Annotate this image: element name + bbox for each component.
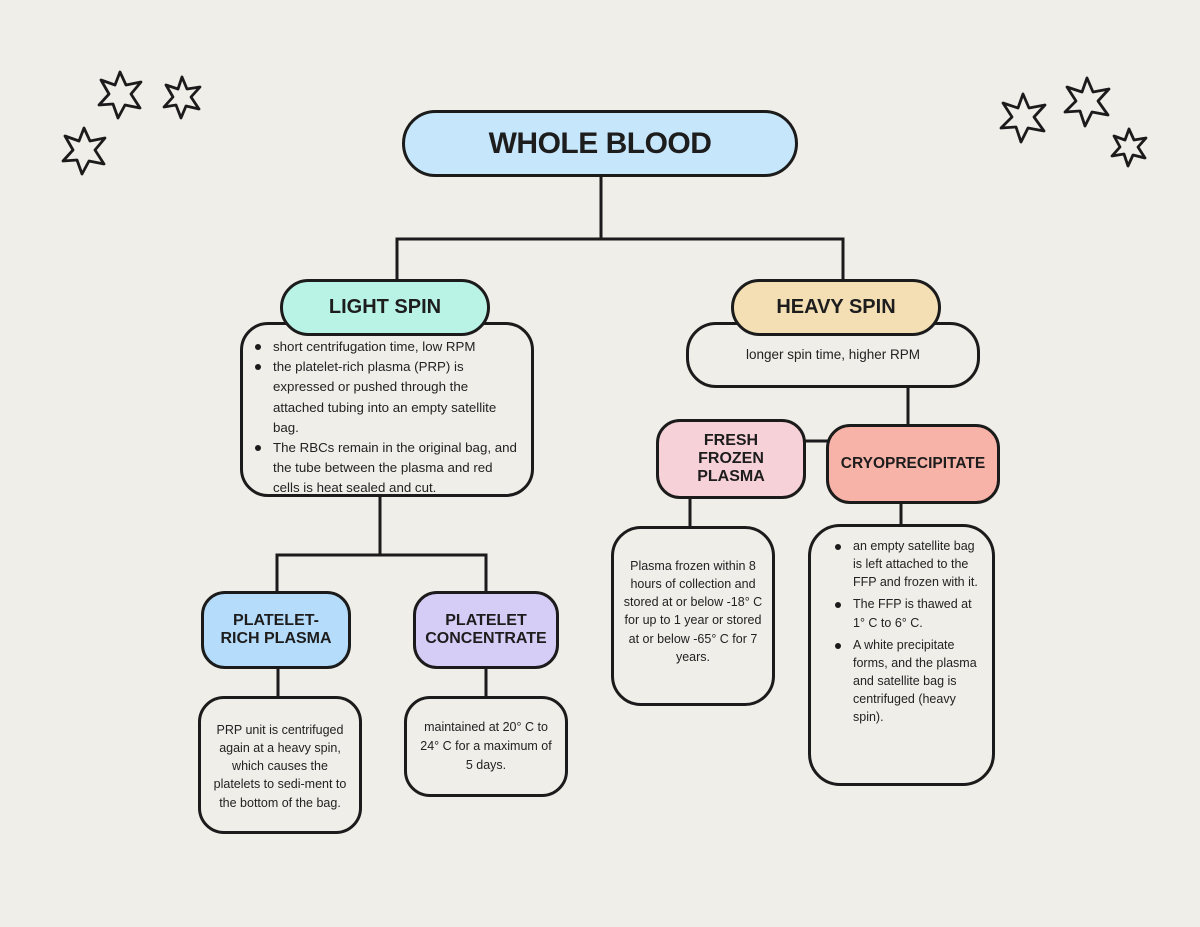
heavy-spin-description: longer spin time, higher RPM bbox=[745, 346, 921, 362]
platelet-concentrate-label: PLATELET CONCENTRATE bbox=[425, 612, 547, 647]
cryo-bullet: A white precipitate forms, and the plasm… bbox=[827, 636, 978, 727]
prp-description-box: PRP unit is centrifuged again at a heavy… bbox=[198, 696, 362, 834]
platelet-rich-plasma-node: PLATELET-RICH PLASMA bbox=[201, 591, 351, 669]
platelet-concentrate-description: maintained at 20° C to 24° C for a maxim… bbox=[420, 720, 552, 772]
platelet-concentrate-node: PLATELET CONCENTRATE bbox=[413, 591, 559, 669]
cryoprecipitate-node: CRYOPRECIPITATE bbox=[826, 424, 1000, 504]
fresh-frozen-plasma-node: FRESH FROZEN PLASMA bbox=[656, 419, 806, 499]
cryoprecipitate-details: an empty satellite bag is left attached … bbox=[808, 524, 995, 786]
cryo-bullet: The FFP is thawed at 1° C to 6° C. bbox=[827, 595, 978, 631]
whole-blood-label: WHOLE BLOOD bbox=[488, 126, 712, 160]
light-spin-label: LIGHT SPIN bbox=[328, 296, 442, 319]
prp-description: PRP unit is centrifuged again at a heavy… bbox=[213, 723, 347, 810]
light-spin-node: LIGHT SPIN bbox=[280, 279, 490, 336]
cryoprecipitate-label: CRYOPRECIPITATE bbox=[840, 455, 986, 473]
heavy-spin-label: HEAVY SPIN bbox=[776, 296, 896, 319]
star-icon bbox=[999, 92, 1047, 144]
star-icon bbox=[61, 126, 107, 176]
star-icon bbox=[162, 75, 202, 120]
light-spin-details: short centrifugation time, low RPM the p… bbox=[240, 322, 534, 497]
light-spin-bullet: the platelet-rich plasma (PRP) is expres… bbox=[247, 357, 521, 438]
light-spin-bullet: short centrifugation time, low RPM bbox=[247, 337, 521, 357]
ffp-description: Plasma frozen within 8 hours of collecti… bbox=[623, 559, 763, 664]
star-icon bbox=[97, 70, 143, 120]
star-icon bbox=[1063, 76, 1111, 128]
light-spin-bullet: The RBCs remain in the original bag, and… bbox=[247, 438, 521, 499]
ffp-description-box: Plasma frozen within 8 hours of collecti… bbox=[611, 526, 775, 706]
platelet-rich-plasma-label: PLATELET-RICH PLASMA bbox=[220, 612, 332, 647]
heavy-spin-node: HEAVY SPIN bbox=[731, 279, 941, 336]
whole-blood-node: WHOLE BLOOD bbox=[402, 110, 798, 177]
star-icon bbox=[1110, 127, 1148, 168]
platelet-concentrate-description-box: maintained at 20° C to 24° C for a maxim… bbox=[404, 696, 568, 797]
cryo-bullet: an empty satellite bag is left attached … bbox=[827, 537, 978, 591]
fresh-frozen-plasma-label: FRESH FROZEN PLASMA bbox=[697, 432, 765, 485]
